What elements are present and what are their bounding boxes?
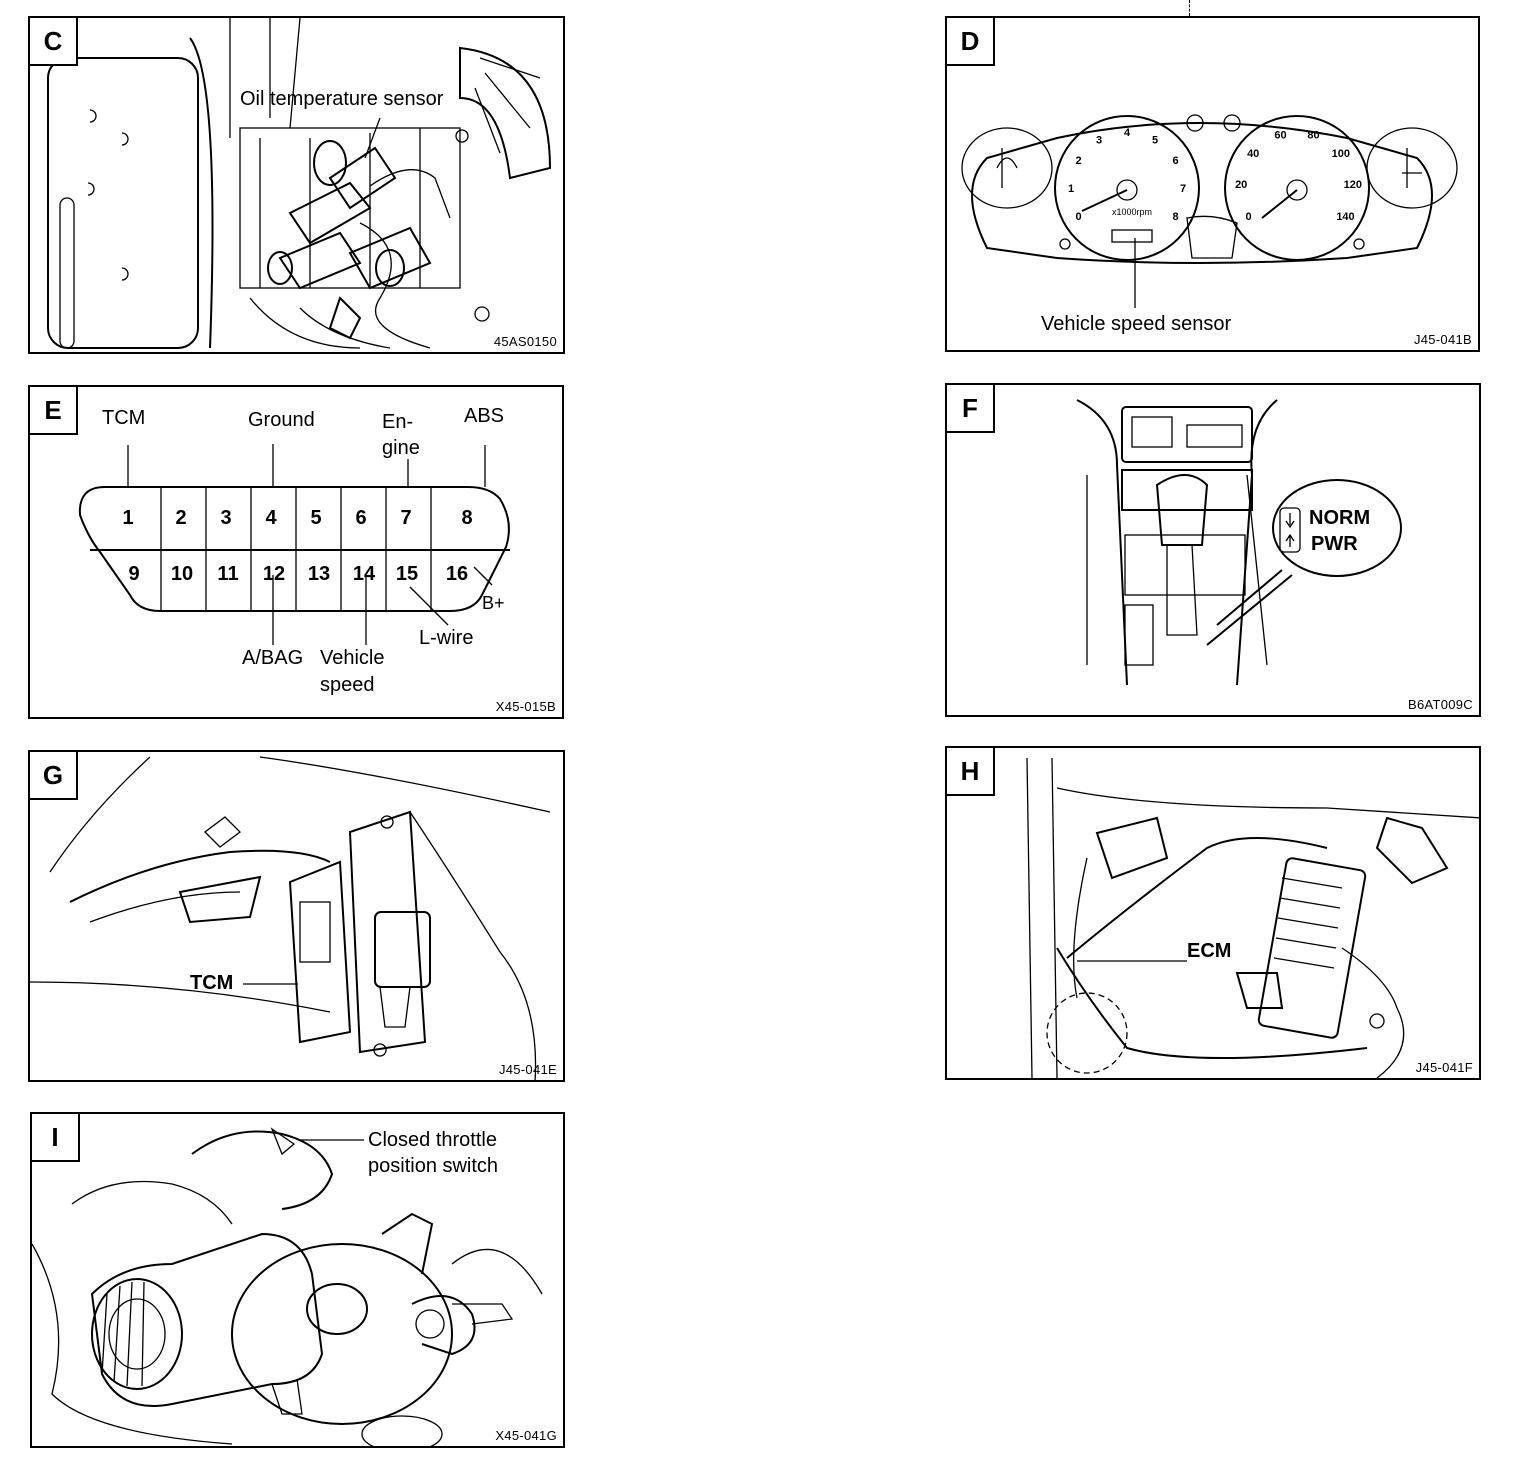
pin-8: 8: [461, 507, 473, 529]
figure-code: X45-015B: [495, 699, 556, 714]
figure-code: X45-041G: [495, 1428, 557, 1443]
pwr-mode-label: PWR: [1311, 533, 1358, 555]
pin-10: 10: [170, 563, 194, 585]
pin-13: 13: [307, 563, 331, 585]
panel-letter: C: [30, 18, 78, 66]
figure-code: 45AS0150: [493, 334, 557, 349]
instrument-cluster-illustration: 0 1 2 3 4 5 6 7 8 0 20 40 60 80 100 120 140 x1000rpm: [961, 114, 1458, 308]
panel-c-oil-temperature-sensor: C Oil temperature sensor 45AS0150: [28, 16, 565, 354]
pin-12: 12: [262, 563, 286, 585]
panel-letter: H: [947, 748, 995, 796]
tick-label-2: 2: [1075, 155, 1081, 167]
speed-tick-labels: 0 20 40 60 80 100 120 140: [1235, 130, 1362, 224]
closed-throttle-label-line2: position switch: [368, 1155, 499, 1177]
abs-pin-label: ABS: [464, 405, 505, 427]
pin-7: 7: [400, 507, 412, 529]
figure-code: J45-041E: [498, 1062, 557, 1077]
tick-label-60: 60: [1274, 130, 1286, 142]
vehicle-speed-sensor-label: Vehicle speed sensor: [1041, 313, 1232, 335]
rpm-tick-labels: 0 1 2 3 4 5 6 7 8: [1068, 127, 1186, 223]
tick-label-7: 7: [1180, 183, 1186, 195]
pin-5: 5: [310, 507, 322, 529]
tick-label-140: 140: [1336, 211, 1354, 223]
tick-label-100: 100: [1332, 148, 1350, 160]
pin-16: 16: [445, 563, 469, 585]
b-plus-pin-label: B+: [482, 593, 505, 613]
tick-label-6: 6: [1172, 155, 1178, 167]
panel-letter: G: [30, 752, 78, 800]
panel-f-norm-pwr-switch: F NORM PWR B6AT009C: [945, 383, 1481, 717]
throttle-body-illustration: [32, 1127, 543, 1446]
panel-letter: I: [32, 1114, 80, 1162]
vehicle-speed-pin-label-line2: speed: [320, 674, 375, 696]
pin-14: 14: [352, 563, 376, 585]
pin-6: 6: [355, 507, 367, 529]
tick-label-5: 5: [1152, 135, 1158, 147]
pin-2: 2: [175, 507, 187, 529]
tcm-pin-label: TCM: [102, 407, 146, 429]
panel-letter: F: [947, 385, 995, 433]
panel-e-dlc-connector: E TCM Ground En- gine ABS B+ L-wire A/BA…: [28, 385, 564, 719]
l-wire-pin-label: L-wire: [419, 627, 474, 649]
ecm-location-illustration: [1026, 757, 1479, 1078]
panel-h-ecm-location: H ECM J45-041F: [945, 746, 1481, 1080]
airbag-pin-label: A/BAG: [242, 647, 304, 669]
figure-code: J45-041B: [1413, 332, 1472, 347]
tick-label-3: 3: [1096, 135, 1102, 147]
ground-pin-label: Ground: [248, 409, 315, 431]
oil-temperature-sensor-label: Oil temperature sensor: [240, 88, 444, 110]
tcm-location-label: TCM: [190, 972, 234, 994]
panel-letter: E: [30, 387, 78, 435]
vehicle-speed-pin-label-line1: Vehicle: [320, 647, 385, 669]
tick-label-4: 4: [1124, 127, 1131, 139]
center-dashed-guide: [1189, 0, 1190, 16]
engine-pin-label-line1: En-: [382, 411, 414, 433]
tick-label-80: 80: [1307, 130, 1319, 142]
pin-11: 11: [217, 563, 239, 585]
connector-outline: [78, 444, 510, 645]
tick-label-20: 20: [1235, 179, 1247, 191]
pin-9: 9: [128, 563, 140, 585]
pin-15: 15: [395, 563, 419, 585]
pin-4: 4: [265, 507, 277, 529]
pin-3: 3: [220, 507, 232, 529]
figure-code: J45-041F: [1415, 1060, 1473, 1075]
ecm-location-label: ECM: [1187, 940, 1232, 962]
norm-mode-label: NORM: [1309, 507, 1371, 529]
panel-g-tcm-location: G TCM J45-041E: [28, 750, 565, 1082]
rpm-unit: x1000rpm: [1112, 207, 1152, 217]
tick-label-0: 0: [1245, 211, 1251, 223]
closed-throttle-label-line1: Closed throttle: [368, 1129, 497, 1151]
tick-label-1: 1: [1068, 183, 1074, 195]
engine-pin-label-line2: gine: [382, 437, 420, 459]
tick-label-40: 40: [1247, 148, 1259, 160]
tick-label-120: 120: [1344, 179, 1362, 191]
figure-code: B6AT009C: [1407, 697, 1473, 712]
tick-label-8: 8: [1172, 211, 1178, 223]
tcm-location-illustration: [30, 756, 551, 1080]
pin-1: 1: [122, 507, 134, 529]
transmission-illustration: [47, 18, 552, 349]
center-console-illustration: [1076, 399, 1402, 686]
panel-letter: D: [947, 18, 995, 66]
panel-i-closed-throttle-position-switch: I Closed throttle position switch X45-04…: [30, 1112, 565, 1448]
tick-label-0: 0: [1075, 211, 1081, 223]
